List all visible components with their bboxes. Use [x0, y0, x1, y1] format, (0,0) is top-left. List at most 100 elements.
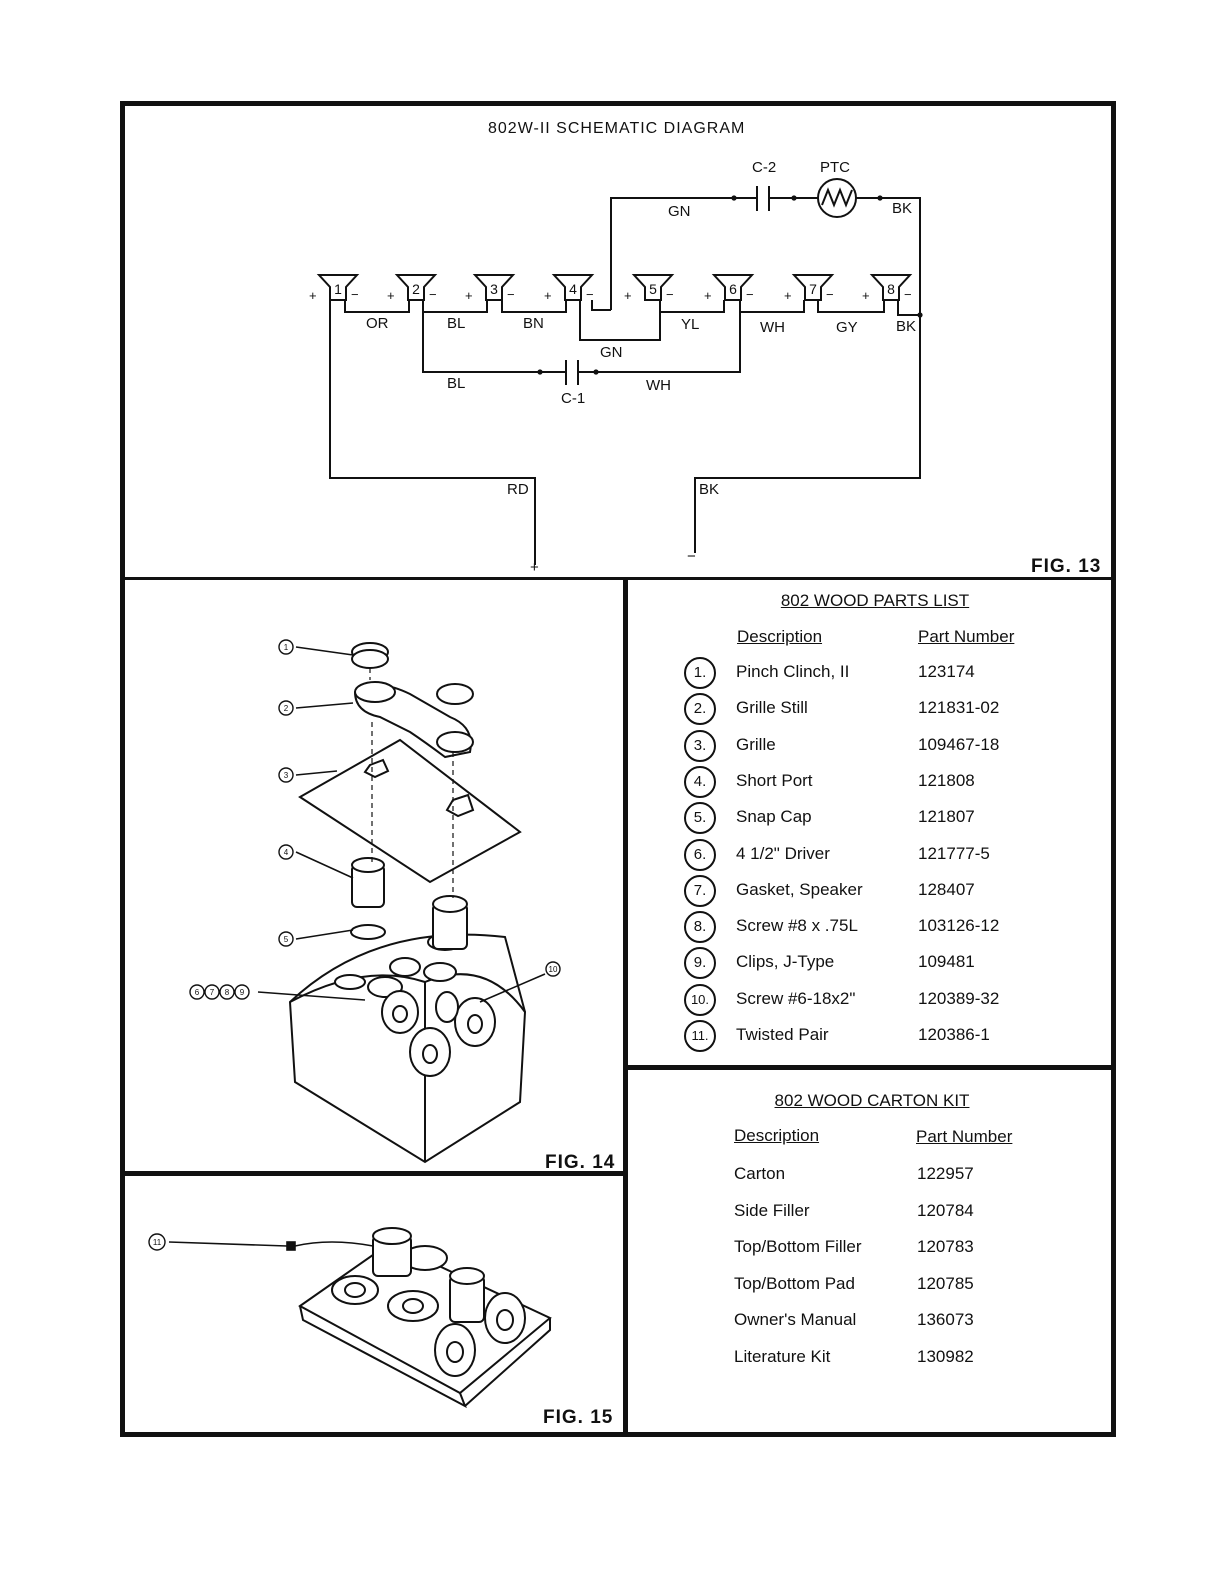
label-bl-1: BL — [447, 315, 465, 332]
carton-item-description: Side Filler — [734, 1200, 810, 1220]
schematic-title: 802W-II SCHEMATIC DIAGRAM — [488, 120, 746, 137]
outer-frame — [120, 101, 1116, 1437]
svg-text:11: 11 — [153, 1238, 162, 1247]
svg-text:6: 6 — [195, 988, 200, 997]
item-description: Grille — [736, 734, 776, 754]
item-part-number: 109481 — [918, 952, 975, 972]
item-description: Screw #8 x .75L — [736, 916, 858, 936]
label-wh-1: WH — [760, 319, 785, 336]
polarity-plus: + — [624, 288, 632, 303]
svg-text:7: 7 — [210, 988, 215, 997]
carton-item-part-number: 122957 — [917, 1164, 974, 1183]
label-bl-2: BL — [447, 375, 465, 392]
svg-text:9: 9 — [240, 988, 245, 997]
terminal-plus: + — [530, 559, 539, 576]
terminal-minus: − — [687, 548, 696, 565]
carton-item-part-number: 120785 — [917, 1273, 974, 1293]
item-part-number: 103126-12 — [918, 916, 1000, 936]
callout-2: 2 — [278, 700, 294, 716]
divider-fig14-fig15 — [120, 1171, 625, 1176]
fig14-exploded-view: 1 2 3 4 5 10 6 7 8 9 — [189, 639, 561, 1164]
label-bn: BN — [523, 315, 544, 332]
carton-kit-header-part-number: Part Number — [916, 1127, 1013, 1146]
item-part-number: 121777-5 — [918, 843, 990, 863]
polarity-minus: − — [826, 287, 834, 302]
polarity-minus: − — [666, 287, 674, 302]
item-number-circle: 1. — [684, 657, 716, 689]
carton-kit-title: 802 WOOD CARTON KIT — [774, 1091, 970, 1110]
polarity-plus: + — [465, 288, 473, 303]
polarity-plus: + — [862, 288, 870, 303]
svg-text:3: 3 — [284, 771, 289, 780]
callout-5: 5 — [278, 931, 294, 947]
carton-item-description: Top/Bottom Pad — [734, 1273, 855, 1293]
item-number-circle: 2. — [684, 693, 716, 726]
speaker-7: 7+− — [784, 274, 835, 303]
item-number-circle: 11. — [684, 1020, 716, 1052]
svg-text:4: 4 — [284, 848, 289, 857]
svg-text:8: 8 — [225, 988, 230, 997]
polarity-plus: + — [544, 288, 552, 303]
callout-6: 6 — [189, 984, 205, 1000]
label-or: OR — [366, 315, 389, 332]
label-ptc: PTC — [820, 159, 850, 176]
item-number-circle: 8. — [684, 911, 716, 944]
item-description: Pinch Clinch, II — [736, 662, 850, 681]
item-description: Grille Still — [736, 698, 808, 718]
polarity-plus: + — [704, 288, 712, 303]
polarity-minus: − — [429, 287, 437, 302]
divider-horizontal-top — [120, 577, 1116, 580]
speaker-number: 5 — [649, 281, 657, 297]
svg-text:10: 10 — [549, 965, 558, 974]
speaker-number: 2 — [412, 281, 420, 297]
item-description: Twisted Pair — [736, 1025, 829, 1044]
item-description: Short Port — [736, 770, 813, 790]
label-yl: YL — [681, 316, 699, 333]
callout-11: 11 — [148, 1233, 166, 1251]
callout-1: 1 — [278, 639, 294, 655]
fig15-assembly-view: 11 — [148, 1227, 552, 1409]
callout-4: 4 — [278, 844, 294, 860]
item-part-number: 128407 — [918, 879, 975, 899]
carton-item-part-number: 130982 — [917, 1347, 974, 1366]
speaker-2: 2+− — [387, 274, 438, 303]
speaker-5: 5 + − — [624, 274, 675, 303]
carton-kit-header-description: Description — [734, 1126, 820, 1145]
fig13-label: FIG. 13 — [1031, 556, 1102, 577]
label-gn-top: GN — [668, 203, 691, 220]
item-number-circle: 3. — [684, 729, 716, 762]
label-c1: C-1 — [561, 390, 585, 407]
speaker-number: 8 — [887, 281, 895, 297]
item-description: 4 1/2" Driver — [736, 843, 830, 863]
carton-item-part-number: 120783 — [917, 1237, 974, 1257]
polarity-minus: − — [586, 287, 594, 302]
callout-9: 9 — [234, 984, 250, 1000]
speaker-4: 4 + − — [544, 274, 595, 303]
carton-item-description: Carton — [734, 1164, 786, 1183]
speaker-6: 6 + − — [704, 274, 755, 303]
speaker-number: 4 — [569, 281, 577, 297]
polarity-minus: − — [904, 287, 912, 302]
parts-list-header-description: Description — [737, 627, 823, 646]
item-number-circle: 4. — [684, 765, 716, 798]
speaker-number: 3 — [490, 281, 498, 297]
item-number-circle: 9. — [684, 947, 716, 980]
carton-item-part-number: 136073 — [917, 1310, 974, 1330]
label-c2: C-2 — [752, 159, 776, 176]
fig14-label: FIG. 14 — [545, 1152, 616, 1173]
label-rd: RD — [507, 481, 529, 498]
item-description: Gasket, Speaker — [736, 879, 863, 899]
speaker-number: 6 — [729, 281, 737, 297]
item-part-number: 123174 — [918, 662, 975, 681]
polarity-minus: − — [746, 287, 754, 302]
item-part-number: 121807 — [918, 807, 975, 827]
label-gy: GY — [836, 319, 858, 336]
callout-8: 8 — [219, 984, 235, 1000]
item-number-circle: 6. — [684, 838, 716, 871]
callout-10: 10 — [545, 961, 561, 977]
carton-item-description: Owner's Manual — [734, 1310, 857, 1330]
item-number-circle: 7. — [684, 874, 716, 907]
polarity-minus: − — [351, 287, 359, 302]
speaker-number: 7 — [809, 281, 817, 297]
label-bk-bottom: BK — [699, 481, 719, 498]
